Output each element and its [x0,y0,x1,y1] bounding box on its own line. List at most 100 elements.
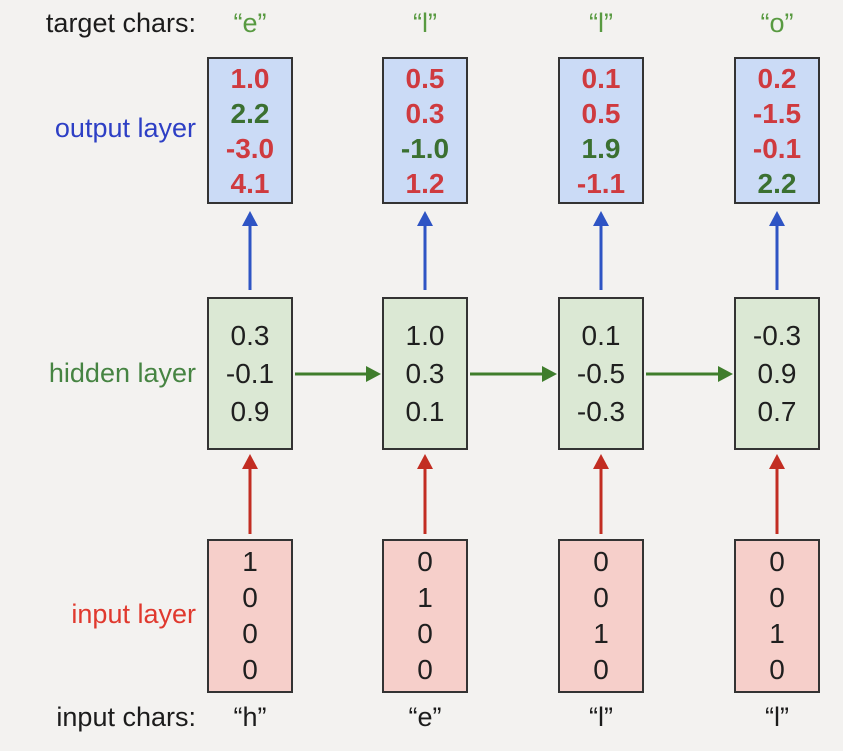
arrow-head-icon [769,211,785,226]
output-value: 0.1 [581,62,621,94]
hidden-layer-label: hidden layer [48,358,196,388]
output-value: 1.0 [230,62,270,94]
output-box-2: 0.1 0.5 1.9 -1.1 [558,57,644,204]
input-value: 1 [769,618,785,649]
output-value: 1.9 [581,132,621,164]
target-char-1: “l” [413,8,437,38]
input-chars-label: input chars: [56,702,196,732]
hidden-value: 0.1 [581,319,621,351]
arrow-shaft [423,224,427,290]
output-value: 0.5 [581,97,621,129]
input-value: 0 [417,546,433,577]
output-value: 2.2 [230,97,270,129]
arrow-head-icon [769,454,785,469]
arrow-shaft [423,467,427,534]
input-box-0: 1 0 0 0 [207,539,293,693]
hidden-value: 1.0 [405,319,445,351]
input-value: 0 [593,546,609,577]
hidden-box-3: -0.3 0.9 0.7 [734,297,820,450]
hidden-box-1: 1.0 0.3 0.1 [382,297,468,450]
hidden-value: 0.1 [405,395,445,427]
hidden-to-output-arrow-1 [417,211,433,290]
arrow-shaft [248,467,252,534]
target-chars-label: target chars: [45,8,196,38]
hidden-recurrent-arrow-1 [470,366,557,382]
input-box-3: 0 0 1 0 [734,539,820,693]
hidden-box-2: 0.1 -0.5 -0.3 [558,297,644,450]
output-layer-label: output layer [54,113,196,143]
input-char-0: “h” [233,702,267,732]
input-value: 0 [242,654,258,685]
input-value: 0 [417,618,433,649]
input-value: 0 [593,654,609,685]
input-value: 1 [593,618,609,649]
hidden-to-output-arrow-0 [242,211,258,290]
input-value: 0 [242,618,258,649]
output-value: 0.5 [405,62,445,94]
output-box-1: 0.5 0.3 -1.0 1.2 [382,57,468,204]
output-value: 0.2 [757,62,797,94]
input-box-2: 0 0 1 0 [558,539,644,693]
hidden-to-output-arrow-2 [593,211,609,290]
output-box-0: 1.0 2.2 -3.0 4.1 [207,57,293,204]
arrow-shaft [775,224,779,290]
hidden-recurrent-arrow-0 [295,366,381,382]
arrow-head-icon [593,454,609,469]
arrow-shaft [248,224,252,290]
output-value: 4.1 [230,167,270,199]
hidden-value: -0.1 [225,357,275,389]
arrow-head-icon [718,366,733,382]
target-char-2: “l” [589,8,613,38]
hidden-to-output-arrow-3 [769,211,785,290]
hidden-value: -0.5 [576,357,626,389]
input-char-1: “e” [408,702,442,732]
arrow-head-icon [417,211,433,226]
input-value: 1 [417,582,433,613]
target-char-0: “e” [233,8,267,38]
input-to-hidden-arrow-2 [593,454,609,534]
arrow-shaft [775,467,779,534]
output-value: -1.5 [752,97,802,129]
arrow-shaft [599,224,603,290]
arrow-head-icon [242,211,258,226]
input-layer-label: input layer [71,599,196,629]
input-char-3: “l” [765,702,789,732]
hidden-value: 0.9 [230,395,270,427]
hidden-value: 0.9 [757,357,797,389]
input-value: 0 [242,582,258,613]
arrow-shaft [295,372,368,376]
input-box-1: 0 1 0 0 [382,539,468,693]
hidden-value: 0.3 [405,357,445,389]
output-box-3: 0.2 -1.5 -0.1 2.2 [734,57,820,204]
input-to-hidden-arrow-0 [242,454,258,534]
output-value: 2.2 [757,167,797,199]
input-value: 0 [769,654,785,685]
hidden-recurrent-arrow-2 [646,366,733,382]
hidden-value: -0.3 [576,395,626,427]
input-value: 0 [593,582,609,613]
input-to-hidden-arrow-1 [417,454,433,534]
output-value: 1.2 [405,167,445,199]
arrow-shaft [599,467,603,534]
arrow-head-icon [417,454,433,469]
input-value: 1 [242,546,258,577]
arrow-head-icon [542,366,557,382]
output-value: -1.1 [576,167,626,199]
arrow-head-icon [593,211,609,226]
hidden-box-0: 0.3 -0.1 0.9 [207,297,293,450]
arrow-shaft [646,372,720,376]
input-value: 0 [417,654,433,685]
hidden-value: 0.7 [757,395,797,427]
hidden-value: 0.3 [230,319,270,351]
arrow-shaft [470,372,544,376]
output-value: 0.3 [405,97,445,129]
input-value: 0 [769,582,785,613]
output-value: -1.0 [400,132,450,164]
target-char-3: “o” [760,8,794,38]
arrow-head-icon [366,366,381,382]
input-to-hidden-arrow-3 [769,454,785,534]
input-value: 0 [769,546,785,577]
hidden-value: -0.3 [752,319,802,351]
input-char-2: “l” [589,702,613,732]
